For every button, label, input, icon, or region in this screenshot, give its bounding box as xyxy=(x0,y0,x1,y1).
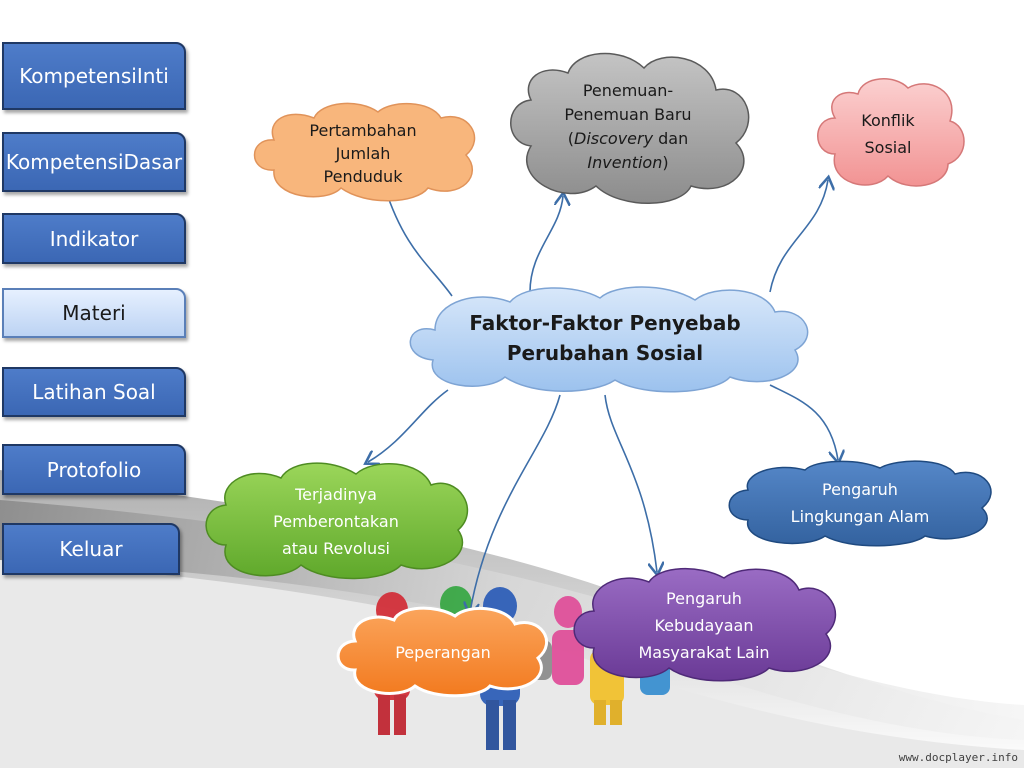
cloud-pertambahan: Pertambahan Jumlah Penduduk xyxy=(246,100,480,206)
node-text: Terjadinya xyxy=(295,484,377,504)
node-text: Penduduk xyxy=(323,166,403,186)
dan-text: dan xyxy=(653,129,689,148)
node-text-discovery: (Discovery dan xyxy=(568,127,688,151)
node-text: Pengaruh xyxy=(666,588,742,608)
nav-label: Kompetensi xyxy=(5,150,124,174)
paren-close: ) xyxy=(662,153,669,172)
nav-label: Kompetensi xyxy=(19,64,137,88)
nav-button-indikator[interactable]: Indikator xyxy=(2,213,186,264)
node-text: Pengaruh xyxy=(822,480,898,499)
center-title-line1: Faktor-Faktor Penyebab xyxy=(469,311,741,335)
node-text: Kebudayaan xyxy=(654,615,754,635)
node-text: Pemberontakan xyxy=(273,511,399,531)
cloud-kebudayaan: Pengaruh Kebudayaan Masyarakat Lain xyxy=(564,566,844,684)
nav-button-keluar[interactable]: Keluar xyxy=(2,523,180,575)
node-text: Masyarakat Lain xyxy=(638,642,770,662)
node-text: Konflik xyxy=(861,111,915,130)
invention-italic: Invention xyxy=(587,153,663,172)
nav-label: Latihan Soal xyxy=(32,380,156,404)
cloud-konflik: Konflik Sosial xyxy=(810,76,966,192)
watermark: www.docplayer.info xyxy=(898,751,1018,764)
arrow-to-kebudayaan xyxy=(604,394,657,572)
nav-button-latihan-soal[interactable]: Latihan Soal xyxy=(2,367,186,417)
node-text: Lingkungan Alam xyxy=(790,507,930,526)
node-text: Penemuan- xyxy=(582,81,674,100)
nav-label: Dasar xyxy=(123,150,183,174)
arrow-to-peperangan xyxy=(470,394,561,612)
nav-button-protofolio[interactable]: Protofolio xyxy=(2,444,186,495)
center-cloud: Faktor-Faktor Penyebab Perubahan Sosial xyxy=(395,282,815,394)
nav-label: Materi xyxy=(62,301,126,325)
cloud-penemuan: Penemuan- Penemuan Baru (Discovery dan I… xyxy=(496,48,760,206)
arrow-to-pertambahan xyxy=(385,188,453,297)
discovery-italic: Discovery xyxy=(574,129,654,148)
cloud-pemberontakan: Terjadinya Pemberontakan atau Revolusi xyxy=(196,460,476,582)
nav-label: Protofolio xyxy=(46,457,142,482)
node-text: Jumlah xyxy=(335,143,391,163)
arrow-to-lingkungan xyxy=(769,384,838,460)
node-text: Penemuan Baru xyxy=(564,105,692,124)
nav-label: Keluar xyxy=(59,537,123,561)
node-text: Peperangan xyxy=(395,642,491,662)
nav-button-materi[interactable]: Materi xyxy=(2,288,186,338)
node-text: Sosial xyxy=(864,138,912,157)
cloud-peperangan: Peperangan xyxy=(330,606,556,698)
nav-button-kompetensi-dasar[interactable]: Kompetensi Dasar xyxy=(2,132,186,192)
cloud-lingkungan: Pengaruh Lingkungan Alam xyxy=(720,460,1000,547)
nav-label: Inti xyxy=(136,64,169,88)
arrow-to-penemuan xyxy=(529,196,563,293)
center-title-line2: Perubahan Sosial xyxy=(506,341,704,365)
person-pink-head xyxy=(554,596,582,628)
node-text-invention: Invention) xyxy=(587,151,668,175)
nav-label: Indikator xyxy=(49,226,139,251)
arrow-to-pemberontakan xyxy=(368,389,449,462)
node-text: Pertambahan xyxy=(309,120,417,140)
arrow-to-konflik xyxy=(769,180,828,293)
node-text: atau Revolusi xyxy=(282,538,390,558)
paren-open: ( xyxy=(567,129,574,148)
nav-button-kompetensi-inti[interactable]: Kompetensi Inti xyxy=(2,42,186,110)
